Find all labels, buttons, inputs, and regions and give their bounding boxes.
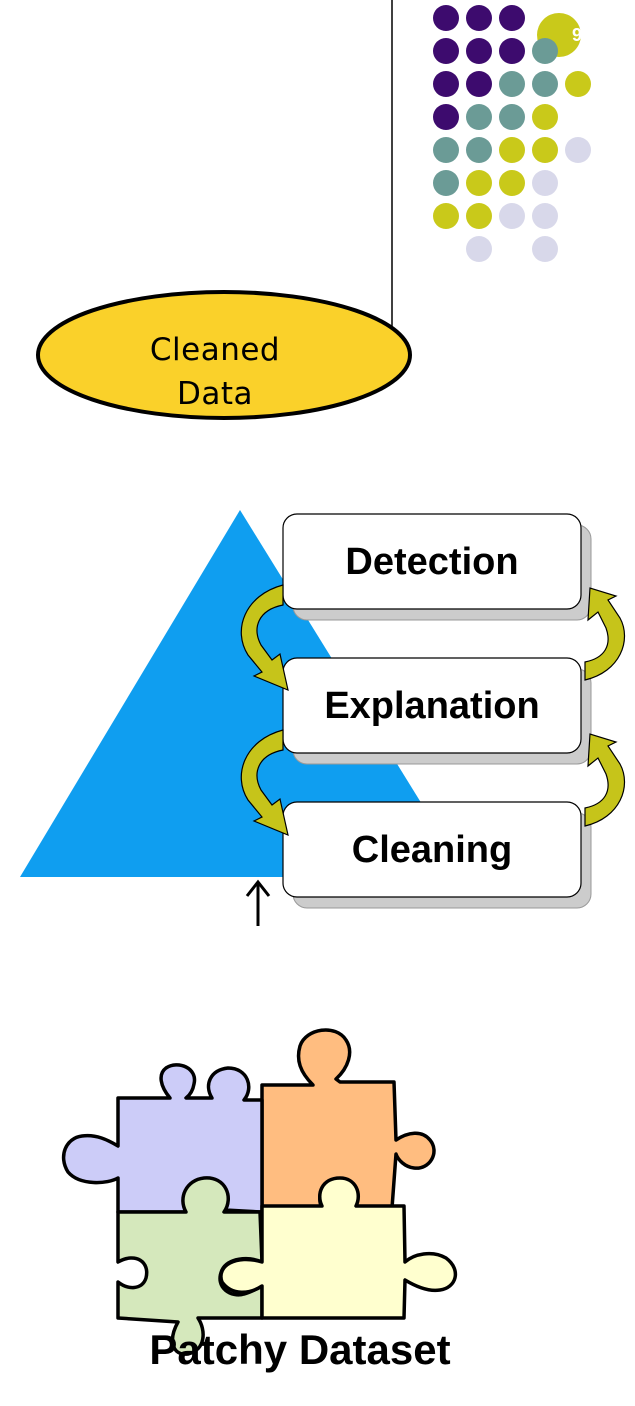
puzzle-piece-top-left bbox=[61, 1063, 264, 1214]
step-box-cleaning bbox=[282, 801, 592, 909]
cleaned-data-ellipse bbox=[36, 290, 412, 420]
up-arrow-head-icon bbox=[245, 879, 271, 897]
decorative-dot bbox=[433, 170, 459, 196]
step-box-explanation bbox=[282, 657, 592, 765]
explanation-label: Explanation bbox=[324, 685, 540, 727]
decorative-dot bbox=[499, 38, 525, 64]
decorative-dot bbox=[466, 71, 492, 97]
decorative-dot bbox=[565, 71, 591, 97]
decorative-dot bbox=[433, 104, 459, 130]
page-number: 94 bbox=[571, 24, 593, 45]
decorative-dot bbox=[532, 203, 558, 229]
decorative-dot bbox=[532, 170, 558, 196]
decorative-dot-grid bbox=[433, 5, 591, 262]
left-cycle-arrow-icon bbox=[240, 729, 289, 836]
cycle-arrows bbox=[240, 584, 625, 836]
detection-label: Detection bbox=[345, 541, 519, 583]
decorative-dot bbox=[433, 71, 459, 97]
right-cycle-arrow-icon bbox=[584, 587, 625, 681]
decorative-dot bbox=[466, 236, 492, 262]
right-cycle-arrow-icon bbox=[584, 733, 625, 827]
decorative-dot bbox=[466, 137, 492, 163]
decorative-dot bbox=[532, 236, 558, 262]
cleaned-data-line-2: Data bbox=[176, 376, 254, 412]
cleaned-data-line-1: Cleaned bbox=[149, 332, 281, 368]
decorative-dot bbox=[466, 5, 492, 31]
left-cycle-arrow-icon bbox=[240, 584, 289, 691]
decorative-dot bbox=[499, 5, 525, 31]
puzzle-piece-bottom-right bbox=[219, 1176, 458, 1320]
decorative-dot bbox=[433, 5, 459, 31]
decorative-dot bbox=[466, 38, 492, 64]
decorative-dot bbox=[466, 203, 492, 229]
decorative-dot bbox=[433, 137, 459, 163]
decorative-dot bbox=[499, 203, 525, 229]
decorative-dot bbox=[433, 203, 459, 229]
decorative-dot bbox=[499, 170, 525, 196]
decorative-dot bbox=[466, 170, 492, 196]
patchy-dataset-label: Patchy Dataset bbox=[149, 1326, 451, 1373]
cleaning-label: Cleaning bbox=[351, 829, 513, 871]
decorative-dot bbox=[466, 104, 492, 130]
decorative-dot bbox=[499, 71, 525, 97]
decorative-dot bbox=[532, 38, 558, 64]
decorative-dot bbox=[565, 137, 591, 163]
decorative-dot bbox=[532, 104, 558, 130]
pyramid-triangle bbox=[20, 510, 467, 877]
cleaned-data-label: Cleaned Data bbox=[110, 328, 320, 416]
decorative-dot bbox=[499, 104, 525, 130]
decorative-dot bbox=[499, 137, 525, 163]
step-box-detection bbox=[282, 513, 592, 621]
decorative-dot bbox=[532, 137, 558, 163]
puzzle-pieces bbox=[61, 1028, 458, 1356]
decorative-dot bbox=[433, 38, 459, 64]
decorative-dot bbox=[532, 71, 558, 97]
